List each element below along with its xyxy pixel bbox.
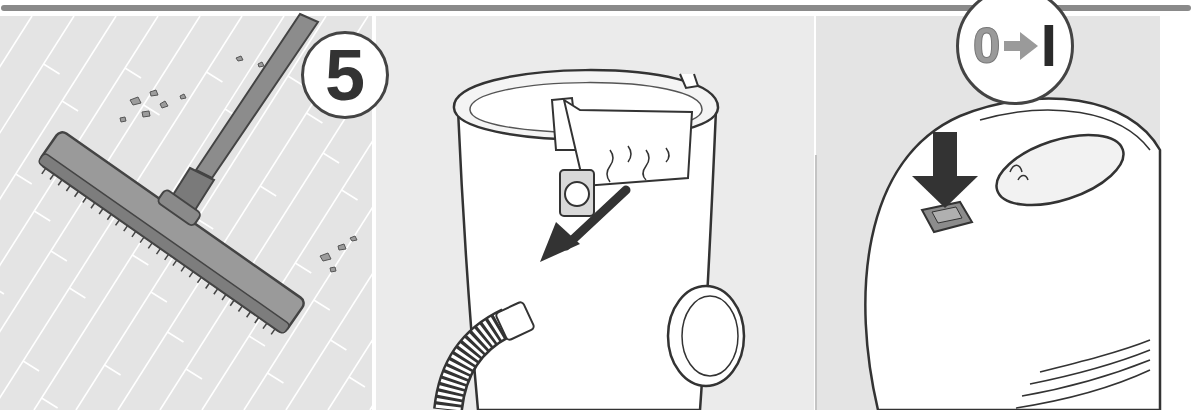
- floor-joint: [23, 361, 39, 371]
- floor-joint: [62, 101, 78, 111]
- bristle: [165, 254, 169, 260]
- wheel: [668, 286, 744, 386]
- bristle: [132, 231, 136, 237]
- floor-joint: [260, 186, 276, 196]
- bristle: [181, 266, 185, 272]
- switch-symbol: 0I: [955, 0, 1075, 106]
- floor-joint: [151, 292, 167, 302]
- bristle: [230, 300, 234, 306]
- bristle: [42, 168, 46, 174]
- floor-joint: [206, 72, 222, 82]
- bristle: [247, 311, 251, 317]
- switch-mark: 0: [973, 21, 1001, 71]
- press-arrowhead: [912, 176, 978, 208]
- floor-joint: [249, 336, 265, 346]
- floor-joint: [69, 288, 85, 298]
- floor-joint: [323, 153, 339, 163]
- floor-joint: [51, 251, 67, 261]
- floor-joint: [349, 377, 365, 387]
- floor-line: [0, 16, 32, 410]
- bristle: [157, 248, 161, 254]
- bristle: [197, 277, 201, 283]
- bristle: [116, 220, 120, 226]
- bristle: [222, 294, 226, 300]
- floor-line: [0, 16, 116, 410]
- bristle: [189, 271, 193, 277]
- bristle: [58, 180, 62, 186]
- callout-number: 5: [325, 39, 365, 111]
- handle: [988, 121, 1132, 219]
- bristle: [206, 283, 210, 289]
- bag-panel: [376, 16, 814, 410]
- bristle: [107, 214, 111, 220]
- bristle: [91, 202, 95, 208]
- vents: [1016, 340, 1150, 408]
- floor-joint: [34, 211, 50, 221]
- floor-joint: [132, 255, 148, 265]
- panel-divider: [815, 155, 817, 410]
- bristle: [214, 289, 218, 295]
- bristle: [140, 237, 144, 243]
- floor-joint: [342, 190, 358, 200]
- bristle: [124, 225, 128, 231]
- bristle: [99, 208, 103, 214]
- bristle: [173, 260, 177, 266]
- floor-line: [0, 16, 74, 410]
- floor-joint: [186, 369, 202, 379]
- floor-nozzle: [38, 14, 318, 334]
- bristle: [263, 323, 267, 329]
- floor-joint: [16, 174, 32, 184]
- bristle: [66, 185, 70, 191]
- step-number: 5: [300, 30, 390, 120]
- floor-joint: [314, 300, 330, 310]
- floor-line: [202, 16, 372, 410]
- floor-joint: [267, 373, 283, 383]
- floor-joint: [105, 365, 121, 375]
- switch-mark: I: [1041, 16, 1058, 76]
- press-arrow: [933, 132, 957, 178]
- vacuum-body: [865, 98, 1160, 410]
- bristle: [50, 174, 54, 180]
- insert-arrowhead: [540, 222, 580, 262]
- hose: [448, 301, 535, 410]
- floor-joint: [0, 284, 4, 294]
- bristle: [75, 191, 79, 197]
- floor-joint: [330, 340, 346, 350]
- bristle: [271, 329, 275, 335]
- floor-joint: [167, 332, 183, 342]
- floor-joint: [125, 68, 141, 78]
- arrow-symbol: [1004, 32, 1038, 60]
- power-switch: [922, 202, 972, 232]
- insert-arrow: [566, 190, 626, 246]
- bristle: [148, 243, 152, 249]
- bristle: [83, 197, 87, 203]
- floor-joint: [295, 263, 311, 273]
- floor-joint: [306, 113, 322, 123]
- floor-joint: [44, 64, 60, 74]
- container-bucket: [448, 70, 744, 410]
- floor-boards: [0, 16, 372, 410]
- floor-line: [286, 16, 372, 410]
- floor-joint: [42, 398, 58, 408]
- bristle: [255, 317, 259, 323]
- bristle: [238, 306, 242, 312]
